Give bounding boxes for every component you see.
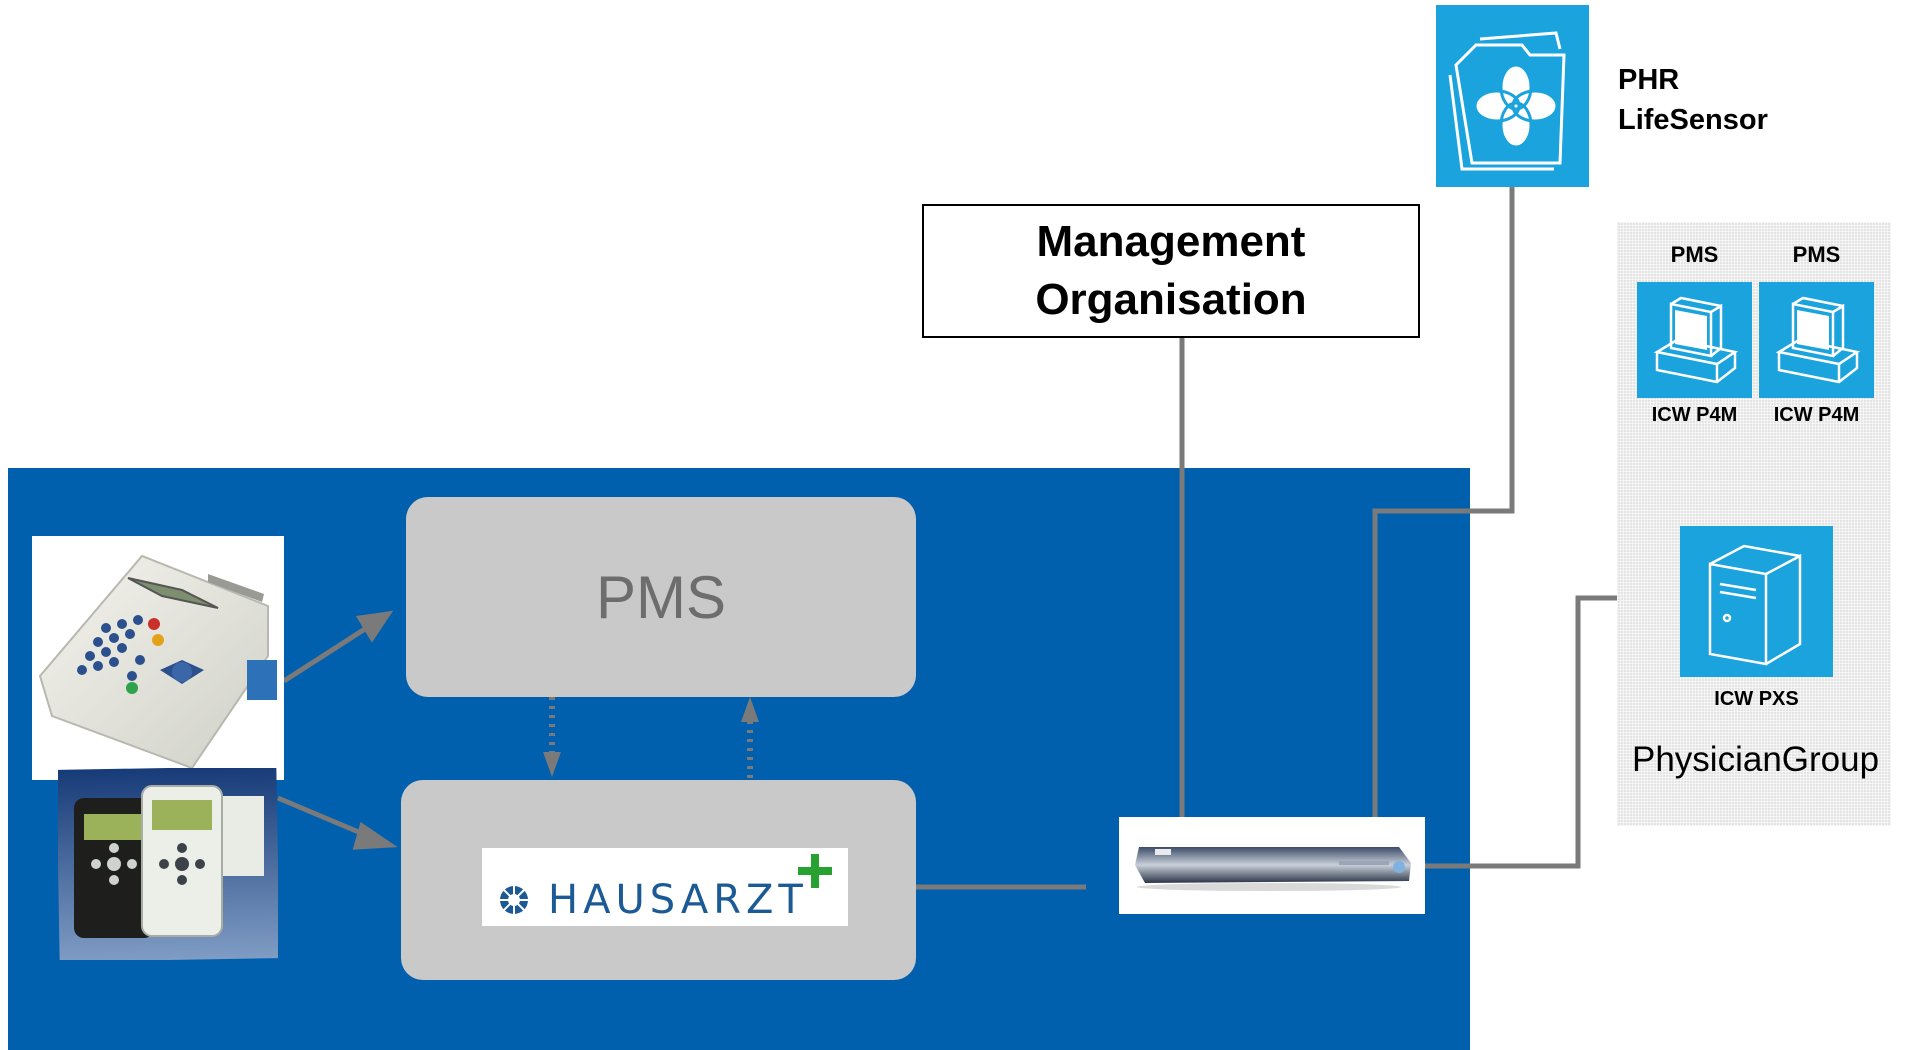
dotted-arrow-head-up — [741, 697, 759, 722]
network-connector — [1119, 817, 1425, 914]
arrow-mobile-to-hausarzt — [277, 795, 369, 839]
phr-tile — [1436, 5, 1589, 187]
server-label: ICW PXS — [1714, 688, 1799, 710]
hausarzt-logo-text: HAUSARZT — [548, 877, 808, 923]
workstation-footer-1: ICW P4M — [1651, 404, 1738, 426]
workstation-icon — [1653, 296, 1739, 384]
mobile-card-readers — [56, 766, 280, 962]
workstation-header-1: PMS — [1670, 242, 1719, 267]
plus-icon — [798, 854, 832, 888]
card-reader-terminal-icon — [38, 554, 277, 770]
hausarzt-emblem-icon — [500, 854, 832, 914]
arrow-head-pms — [355, 610, 394, 643]
workstation-footer-2: ICW P4M — [1773, 404, 1860, 426]
physician-group-label: PhysicianGroup — [1632, 740, 1880, 779]
dotted-arrow-head-down — [543, 752, 561, 777]
management-organisation-box: Management Organisation — [922, 204, 1420, 338]
folder-flower-icon — [1448, 31, 1566, 171]
hausarzt-logo — [482, 848, 848, 926]
arrow-head-hausarzt — [352, 821, 398, 850]
workstation-icon — [1775, 296, 1861, 384]
arrow-cardreader-to-pms — [282, 624, 370, 684]
card-reader-terminal — [32, 536, 284, 780]
server-tile — [1680, 526, 1833, 677]
workstation-tile-2 — [1759, 282, 1874, 398]
phr-label: PHR LifeSensor — [1618, 64, 1768, 136]
workstation-tile-1 — [1637, 282, 1752, 398]
mobile-card-reader-icon — [56, 766, 280, 962]
network-appliance-icon — [1135, 847, 1411, 891]
workstation-header-2: PMS — [1792, 242, 1841, 267]
pms-box: PMS — [406, 497, 916, 697]
server-tower-icon — [1708, 544, 1802, 666]
line-phr-to-connector — [1372, 187, 1515, 823]
